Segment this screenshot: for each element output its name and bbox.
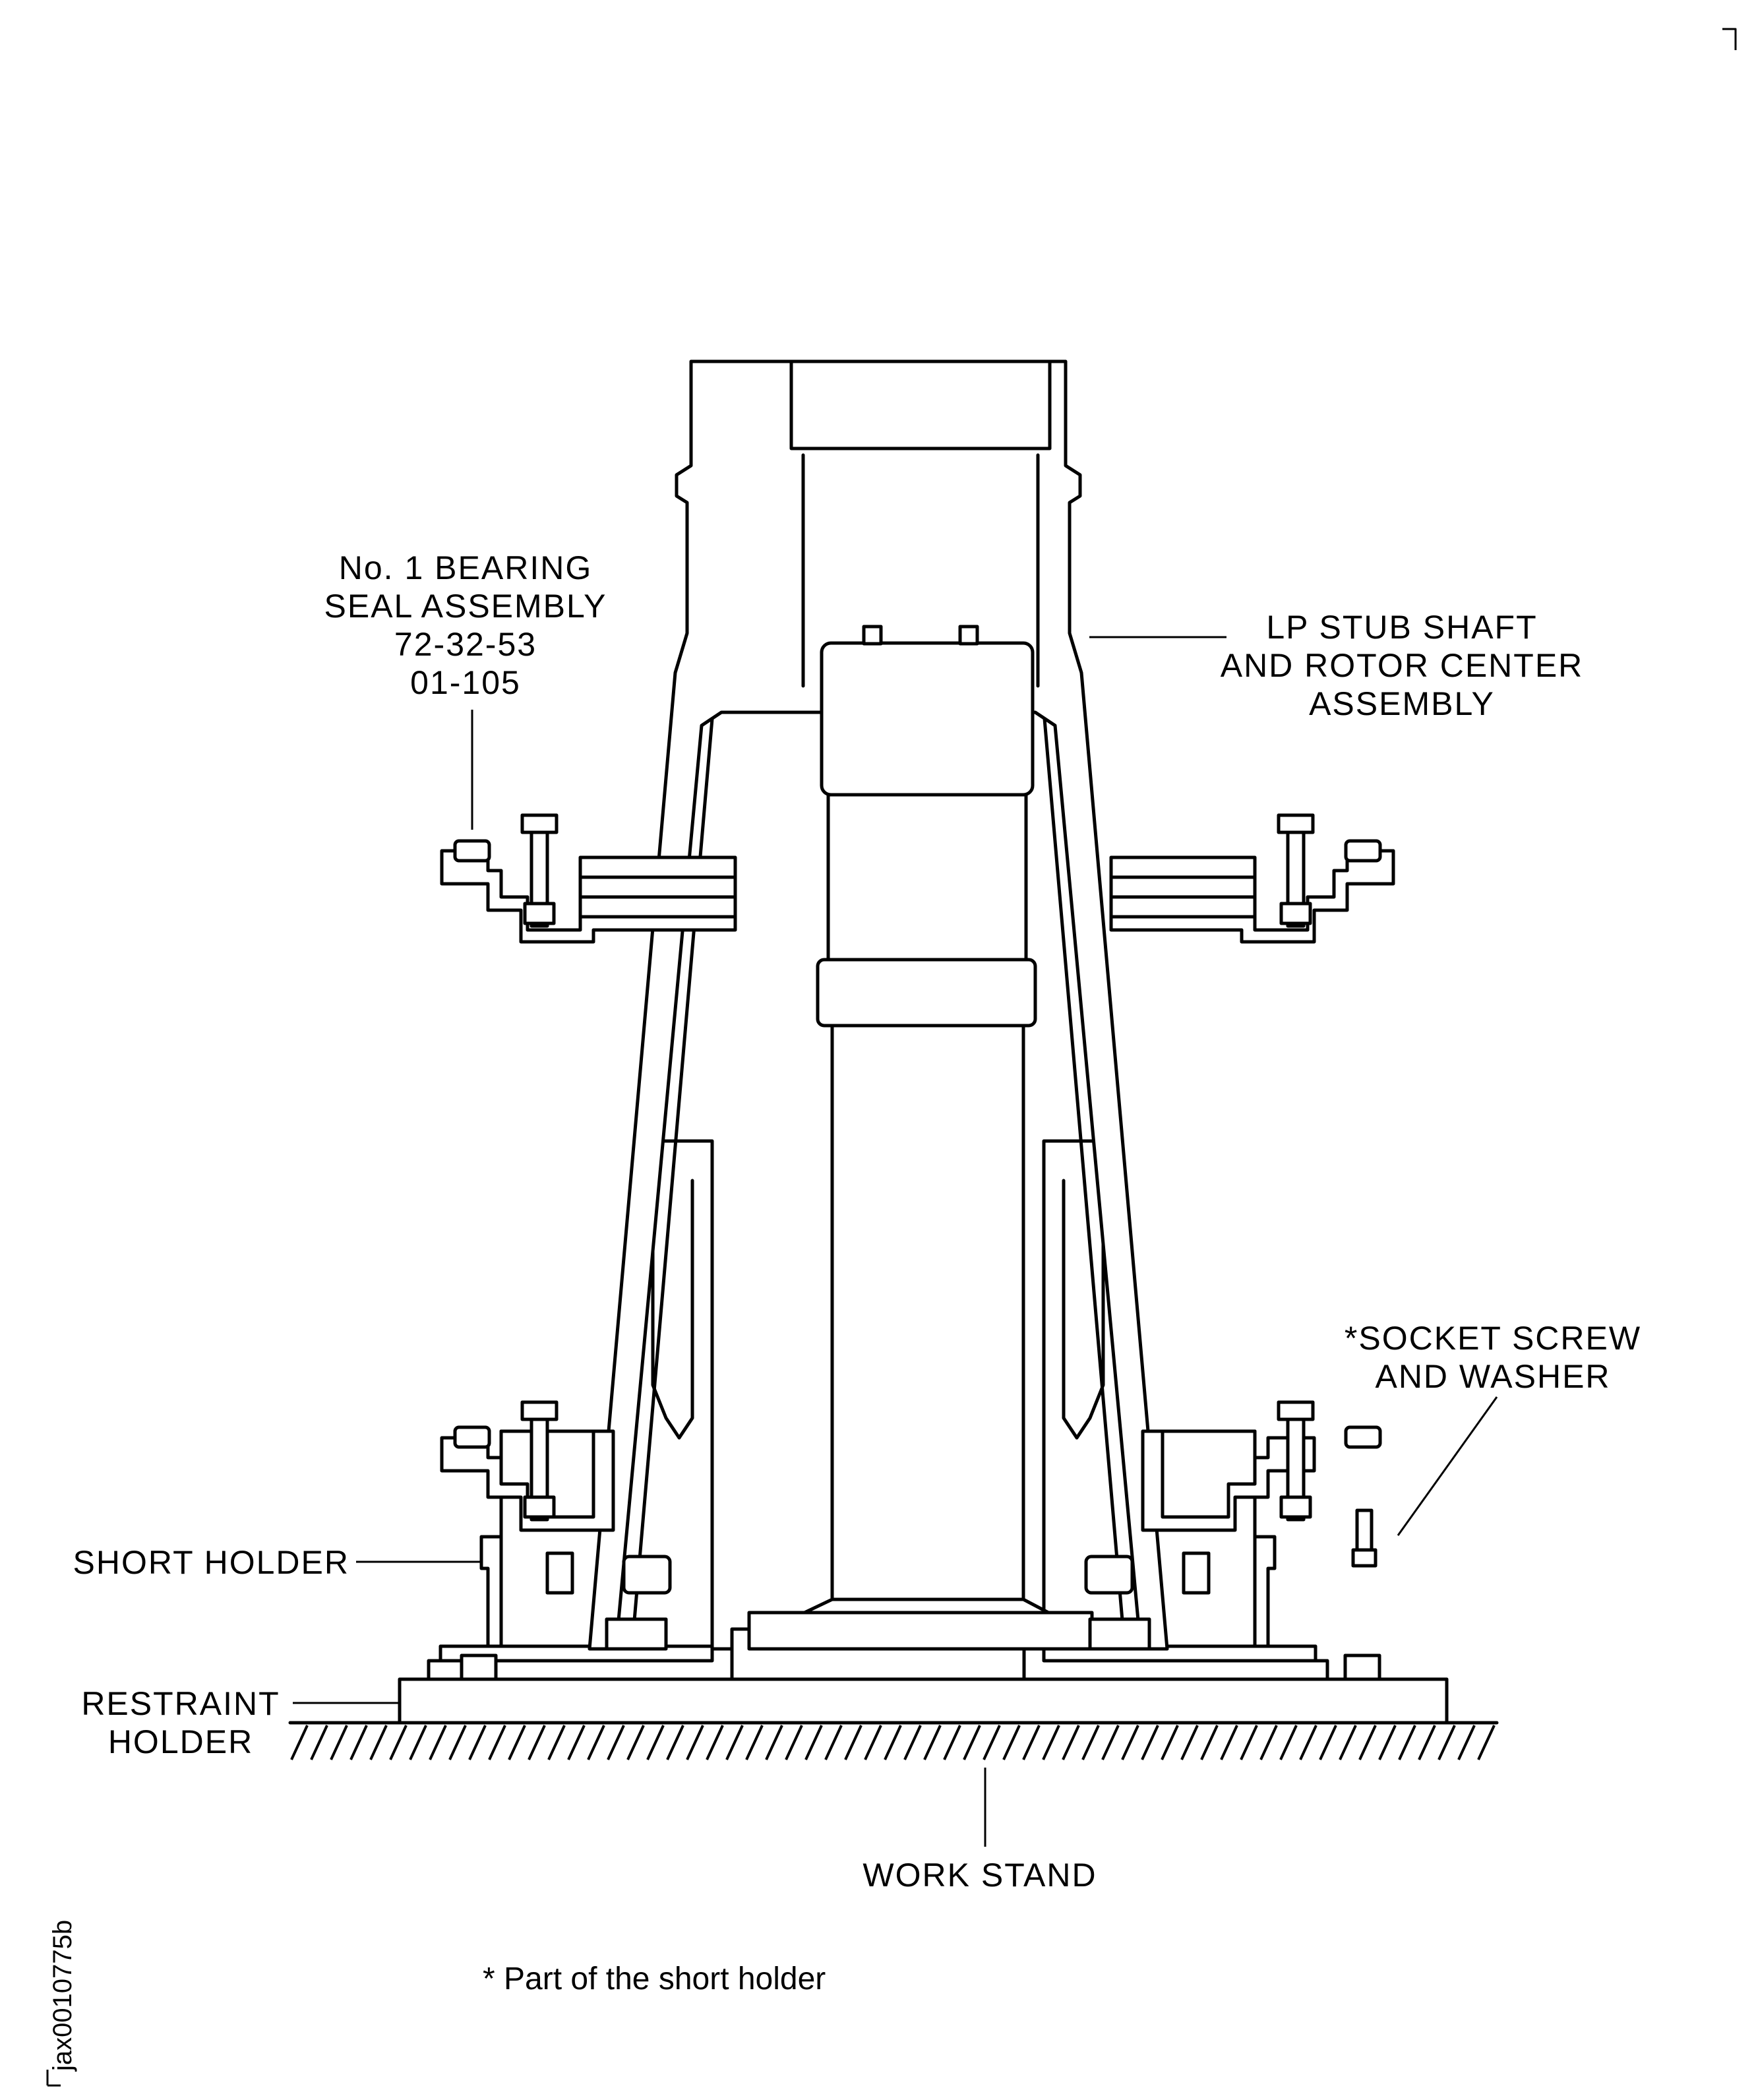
hatch-line xyxy=(626,1725,645,1760)
hatch-line xyxy=(1259,1725,1278,1760)
hatch-line xyxy=(1101,1725,1120,1760)
hatch-line xyxy=(943,1725,961,1760)
hatch-line xyxy=(1022,1725,1041,1760)
hatch-line xyxy=(1339,1725,1357,1760)
hatch-line xyxy=(508,1725,526,1760)
hatch-line xyxy=(686,1725,704,1760)
hatch-line xyxy=(1457,1725,1476,1760)
stub-shaft-label-line-1: LP STUB SHAFT xyxy=(1266,609,1537,646)
hatch-line xyxy=(1002,1725,1021,1760)
bearing-seal-label-line-3: 72-32-53 xyxy=(394,626,537,663)
stub-shaft-label-line-3: ASSEMBLY xyxy=(1309,685,1495,722)
hatch-line xyxy=(1279,1725,1298,1760)
hatch-line xyxy=(1180,1725,1199,1760)
top-right-corner-mark xyxy=(1722,28,1737,50)
hatch-line xyxy=(884,1725,902,1760)
hatch-line xyxy=(1299,1725,1317,1760)
hatch-line xyxy=(785,1725,803,1760)
hatch-line xyxy=(587,1725,605,1760)
socket-screw-and-washer xyxy=(1351,1508,1378,1568)
hatch-line xyxy=(468,1725,487,1760)
hatch-line xyxy=(310,1725,328,1760)
hatch-line xyxy=(1398,1725,1416,1760)
hatch-line xyxy=(1141,1725,1159,1760)
work-stand xyxy=(288,1721,1499,1760)
hatch-line xyxy=(765,1725,783,1760)
hatch-line xyxy=(1378,1725,1397,1760)
restraint-holder-label-line-1: RESTRAINT xyxy=(81,1685,280,1722)
footnote: * Part of the short holder xyxy=(483,1961,826,1996)
hatch-line xyxy=(1220,1725,1238,1760)
hatch-line xyxy=(429,1725,447,1760)
hatch-line xyxy=(1319,1725,1337,1760)
hatch-line xyxy=(706,1725,724,1760)
bottom-left-corner-mark xyxy=(46,2070,61,2087)
hatch-line xyxy=(923,1725,942,1760)
hatch-line xyxy=(903,1725,922,1760)
hatch-line xyxy=(1200,1725,1219,1760)
bearing-seal-label-line-2: SEAL ASSEMBLY xyxy=(324,588,607,625)
hatch-line xyxy=(1438,1725,1456,1760)
hatch-line xyxy=(290,1725,309,1760)
restraint-holder-label-line-2: HOLDER xyxy=(108,1723,253,1760)
hatch-line xyxy=(824,1725,843,1760)
hatch-line xyxy=(844,1725,863,1760)
hatch-line xyxy=(646,1725,665,1760)
hatch-line xyxy=(389,1725,408,1760)
leader-lines xyxy=(293,636,1498,1847)
hatch-line xyxy=(1042,1725,1060,1760)
bearing-seal-label-line-1: No. 1 BEARING xyxy=(339,549,592,586)
hatch-line xyxy=(804,1725,823,1760)
hatch-line xyxy=(963,1725,981,1760)
hatch-line xyxy=(369,1725,388,1760)
bearing-seal-label-line-4: 01-105 xyxy=(410,664,521,701)
socket-screw-label-line-1: *SOCKET SCREW xyxy=(1345,1320,1641,1357)
hatch-line xyxy=(666,1725,684,1760)
hatch-line xyxy=(488,1725,506,1760)
hatch-line xyxy=(745,1725,764,1760)
hatch-line xyxy=(1062,1725,1080,1760)
restraint-holder xyxy=(398,1677,1449,1725)
figure-id: jax0010775b xyxy=(48,1920,77,2072)
hatch-line xyxy=(547,1725,566,1760)
hatch-line xyxy=(725,1725,744,1760)
hatch-line xyxy=(1121,1725,1139,1760)
socket-screw-label-line-2: AND WASHER xyxy=(1375,1358,1610,1395)
hatch-line xyxy=(330,1725,348,1760)
lower-seal-clamps xyxy=(440,1400,1382,1651)
hatch-line xyxy=(1358,1725,1377,1760)
hatch-line xyxy=(409,1725,427,1760)
stub-shaft-label-line-2: AND ROTOR CENTER xyxy=(1221,647,1584,684)
short-holder-label: SHORT HOLDER xyxy=(73,1544,349,1581)
hatch-line xyxy=(1477,1725,1496,1760)
work-stand-label: WORK STAND xyxy=(863,1857,1097,1894)
hatch-line xyxy=(1081,1725,1100,1760)
hatch-line xyxy=(1418,1725,1436,1760)
hatch-line xyxy=(983,1725,1001,1760)
bearing-seal-assembly xyxy=(440,813,1395,944)
hatch-line xyxy=(567,1725,586,1760)
lp-stub-shaft xyxy=(588,359,1169,1651)
hatch-line xyxy=(1240,1725,1258,1760)
hatch-line xyxy=(448,1725,467,1760)
hatch-line xyxy=(349,1725,368,1760)
hatch-line xyxy=(1161,1725,1179,1760)
hatch-line xyxy=(864,1725,882,1760)
hatch-line xyxy=(607,1725,625,1760)
hatch-line xyxy=(528,1725,546,1760)
